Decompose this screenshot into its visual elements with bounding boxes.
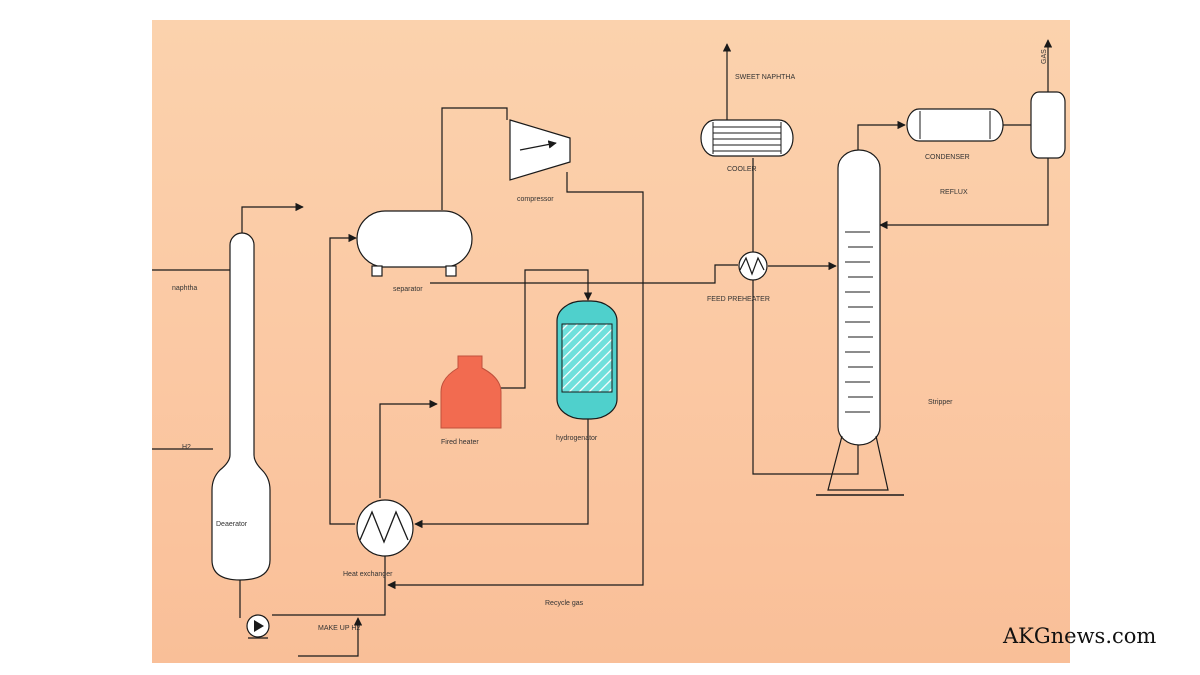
makeup-h2-label: MAKE UP H2 <box>318 625 360 632</box>
cooler-label: COOLER <box>727 166 757 173</box>
reactor-to-exchanger-pipe <box>414 418 589 529</box>
condenser-label: CONDENSER <box>925 154 970 161</box>
makeup-h2-pipe <box>298 617 363 657</box>
hydrogenator-reactor: hydrogenator <box>556 300 618 442</box>
compressor-icon: compressor <box>509 119 571 203</box>
deaerator-vent-pipe <box>241 202 304 233</box>
gas-output-label: GAS <box>1041 49 1048 64</box>
deaerator-vessel: Deaerator <box>211 232 271 581</box>
pipes <box>152 39 1053 657</box>
stripper-overhead-pipe <box>857 120 906 150</box>
condenser-exchanger: CONDENSER <box>906 108 1004 161</box>
feed-pump-icon <box>246 614 270 639</box>
compressor-label: compressor <box>517 196 554 203</box>
recycle-gas-label: Recycle gas <box>545 600 584 607</box>
fired-heater-vessel: Fired heater <box>440 355 502 446</box>
feed-preheater-label: FEED PREHEATER <box>707 296 770 303</box>
pump-discharge-pipe <box>272 555 386 616</box>
heat-exchanger-icon: Heat exchanger <box>343 499 414 578</box>
recycle-gas-pipe <box>387 172 644 590</box>
exchanger-to-heater-pipe <box>379 399 438 498</box>
heat-exchanger-label: Heat exchanger <box>343 571 393 578</box>
reflux-label: REFLUX <box>940 189 968 196</box>
separator-to-compressor-pipe <box>441 107 508 210</box>
reflux-return-pipe <box>879 158 1049 230</box>
watermark-text: AKGnews.com <box>1003 624 1157 648</box>
stripper-column: Stripper <box>816 149 953 496</box>
exchanger-to-separator-pipe <box>329 233 357 525</box>
reflux-drum: REFLUX <box>940 91 1066 196</box>
separator-vessel: separator <box>356 210 473 293</box>
fired-heater-label: Fired heater <box>441 439 479 446</box>
stripper-label: Stripper <box>928 399 953 406</box>
separator-label: separator <box>393 286 423 293</box>
naphtha-input-label: naphtha <box>172 285 197 292</box>
sweet-naphtha-label: SWEET NAPHTHA <box>735 74 795 81</box>
hydrogenator-label: hydrogenator <box>556 435 598 442</box>
h2-input-label: H2 <box>182 444 191 451</box>
cooler-exchanger: COOLER <box>700 119 794 173</box>
deaerator-label: Deaerator <box>216 521 248 528</box>
stripper-bottom-pipe <box>752 280 859 475</box>
separator-liquid-pipe <box>430 264 738 284</box>
heater-to-reactor-pipe <box>501 269 593 389</box>
feed-preheater-icon: FEED PREHEATER <box>707 251 770 303</box>
